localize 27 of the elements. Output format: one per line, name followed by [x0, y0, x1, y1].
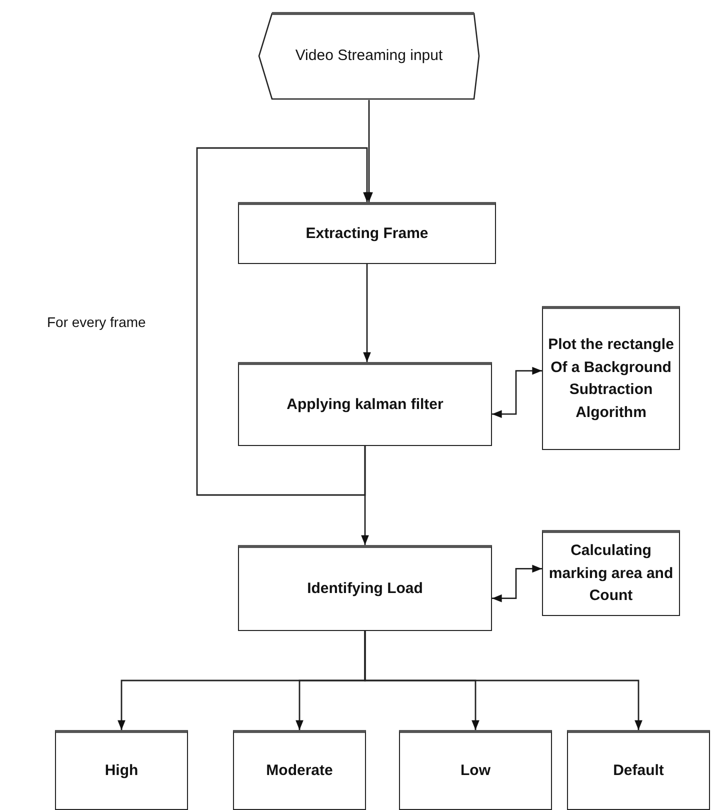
node-label: Video Streaming input: [294, 46, 444, 66]
process-box: [542, 530, 680, 616]
node-label: Calculating marking area and Count: [548, 541, 674, 606]
arrow: [196, 147, 371, 496]
node-label: Extracting Frame: [304, 224, 430, 244]
process-box: [238, 362, 492, 446]
node-label: High: [104, 760, 140, 781]
node-label: Identifying Load: [306, 578, 424, 599]
node-label: Applying kalman filter: [286, 394, 444, 415]
process-box: [55, 730, 188, 810]
process-box: [233, 730, 366, 810]
input-display-shape: [258, 12, 480, 100]
arrow: [492, 366, 542, 418]
edge-label: For every frame: [47, 314, 146, 330]
process-box: [399, 730, 552, 810]
process-box: [238, 202, 496, 264]
arrow: [492, 564, 542, 602]
process-box: [567, 730, 710, 810]
arrow: [365, 100, 373, 202]
node-label: Plot the rectangle Of a Background Subtraction Algorithm: [547, 335, 675, 422]
node-label: Moderate: [265, 760, 334, 781]
arrow: [364, 631, 642, 730]
process-box: [238, 545, 492, 631]
process-box: [542, 306, 680, 450]
node-label: Default: [612, 760, 665, 781]
node-label: Low: [460, 760, 492, 781]
arrow: [363, 264, 371, 362]
